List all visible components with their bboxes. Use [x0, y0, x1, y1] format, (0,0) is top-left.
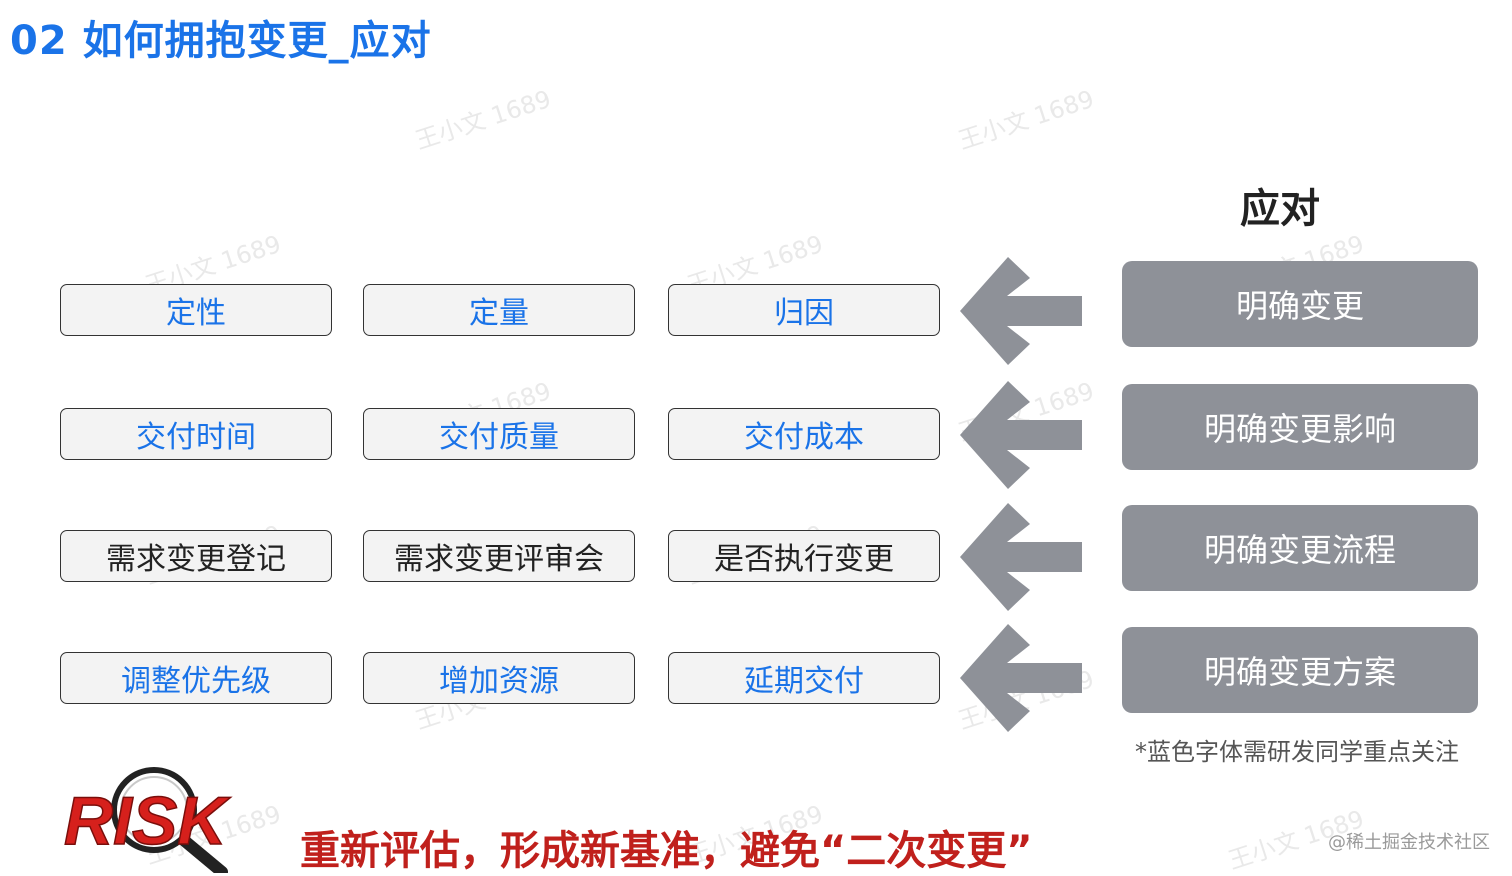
factor-box: 定性: [60, 284, 332, 336]
credit-text: @稀土掘金技术社区: [1328, 832, 1490, 853]
factor-box: 归因: [668, 284, 940, 336]
factor-box: 交付时间: [60, 408, 332, 460]
risk-logo: RISK: [63, 767, 232, 873]
note-text: *蓝色字体需研发同学重点关注: [1135, 738, 1459, 766]
factor-box: 需求变更登记: [60, 530, 332, 582]
bottom-statement: 重新评估，形成新基准，避免“二次变更”: [300, 828, 1033, 874]
factor-box: 定量: [363, 284, 635, 336]
response-box: 明确变更影响: [1122, 384, 1478, 470]
left-arrow-icon: [960, 503, 1082, 611]
page-title: 02 如何拥抱变更_应对: [10, 18, 432, 64]
factor-box: 交付成本: [668, 408, 940, 460]
left-arrow-icon: [960, 624, 1082, 732]
factor-box: 需求变更评审会: [363, 530, 635, 582]
magnifier-icon: [111, 767, 228, 873]
response-box: 明确变更流程: [1122, 505, 1478, 591]
factor-box: 交付质量: [363, 408, 635, 460]
response-box: 明确变更: [1122, 261, 1478, 347]
factor-box: 调整优先级: [60, 652, 332, 704]
factor-box: 延期交付: [668, 652, 940, 704]
left-arrow-icon: [960, 257, 1082, 365]
response-header: 应对: [1240, 186, 1320, 232]
watermark: 王小文 1689: [954, 84, 1098, 155]
factor-box: 是否执行变更: [668, 530, 940, 582]
factor-box: 增加资源: [363, 652, 635, 704]
response-box: 明确变更方案: [1122, 627, 1478, 713]
watermark: 王小文 1689: [411, 84, 555, 155]
left-arrow-icon: [960, 381, 1082, 489]
risk-text: RISK: [64, 783, 231, 859]
